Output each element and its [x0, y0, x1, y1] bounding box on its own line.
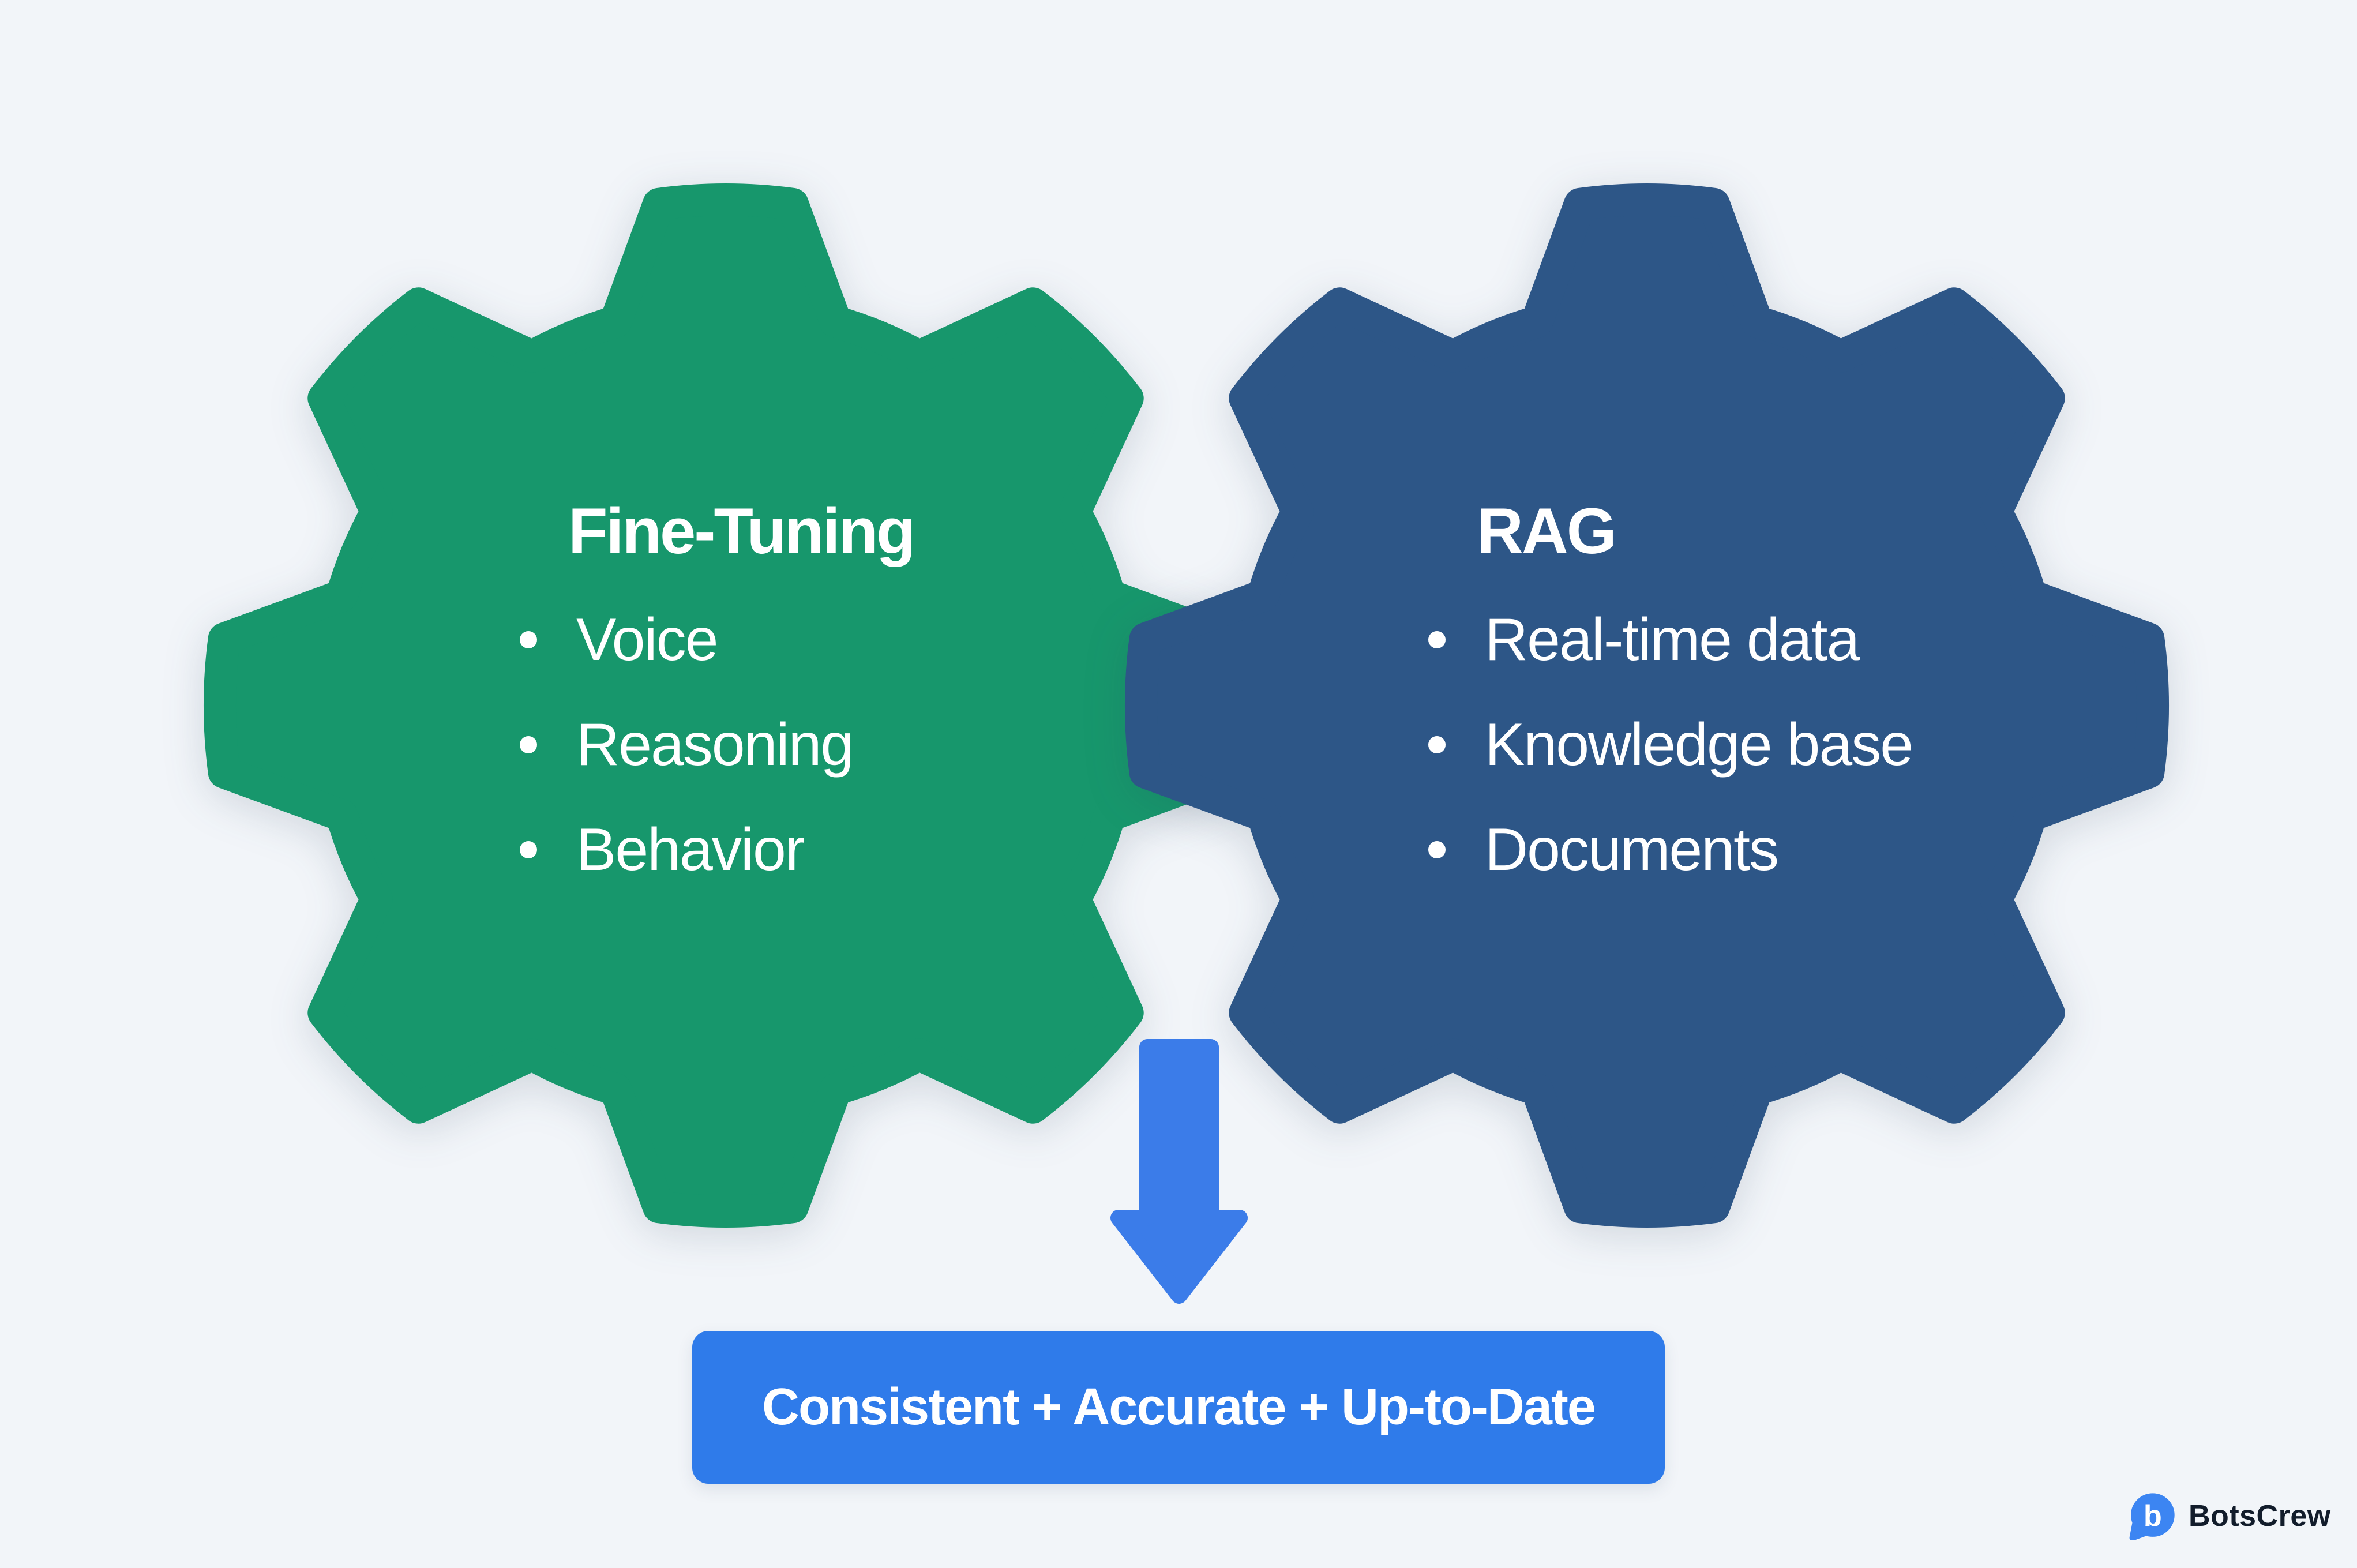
- rag-gear-text: RAG Real-time data Knowledge base Docume…: [1477, 490, 1913, 902]
- result-banner: Consistent + Accurate + Up-to-Date: [692, 1331, 1665, 1484]
- down-arrow-icon: [1110, 1039, 1248, 1304]
- list-item: Reasoning: [568, 692, 914, 797]
- list-item: Knowledge base: [1477, 692, 1913, 797]
- brand-name: BotsCrew: [2189, 1499, 2331, 1533]
- fine-tuning-list: Voice Reasoning Behavior: [568, 587, 914, 902]
- logo-monogram: b: [2144, 1499, 2162, 1533]
- list-item: Voice: [568, 587, 914, 692]
- rag-list: Real-time data Knowledge base Documents: [1477, 587, 1913, 902]
- speech-bubble-icon: b: [2129, 1493, 2175, 1540]
- rag-title: RAG: [1477, 494, 1617, 567]
- botscrew-logo: b BotsCrew: [2127, 1492, 2331, 1540]
- list-item: Behavior: [568, 797, 914, 902]
- list-item: Real-time data: [1477, 587, 1912, 692]
- list-item: Documents: [1477, 797, 1912, 902]
- fine-tuning-gear-text: Fine-Tuning Voice Reasoning Behavior: [568, 490, 915, 902]
- fine-tuning-title: Fine-Tuning: [568, 494, 915, 567]
- result-banner-label: Consistent + Accurate + Up-to-Date: [762, 1378, 1596, 1436]
